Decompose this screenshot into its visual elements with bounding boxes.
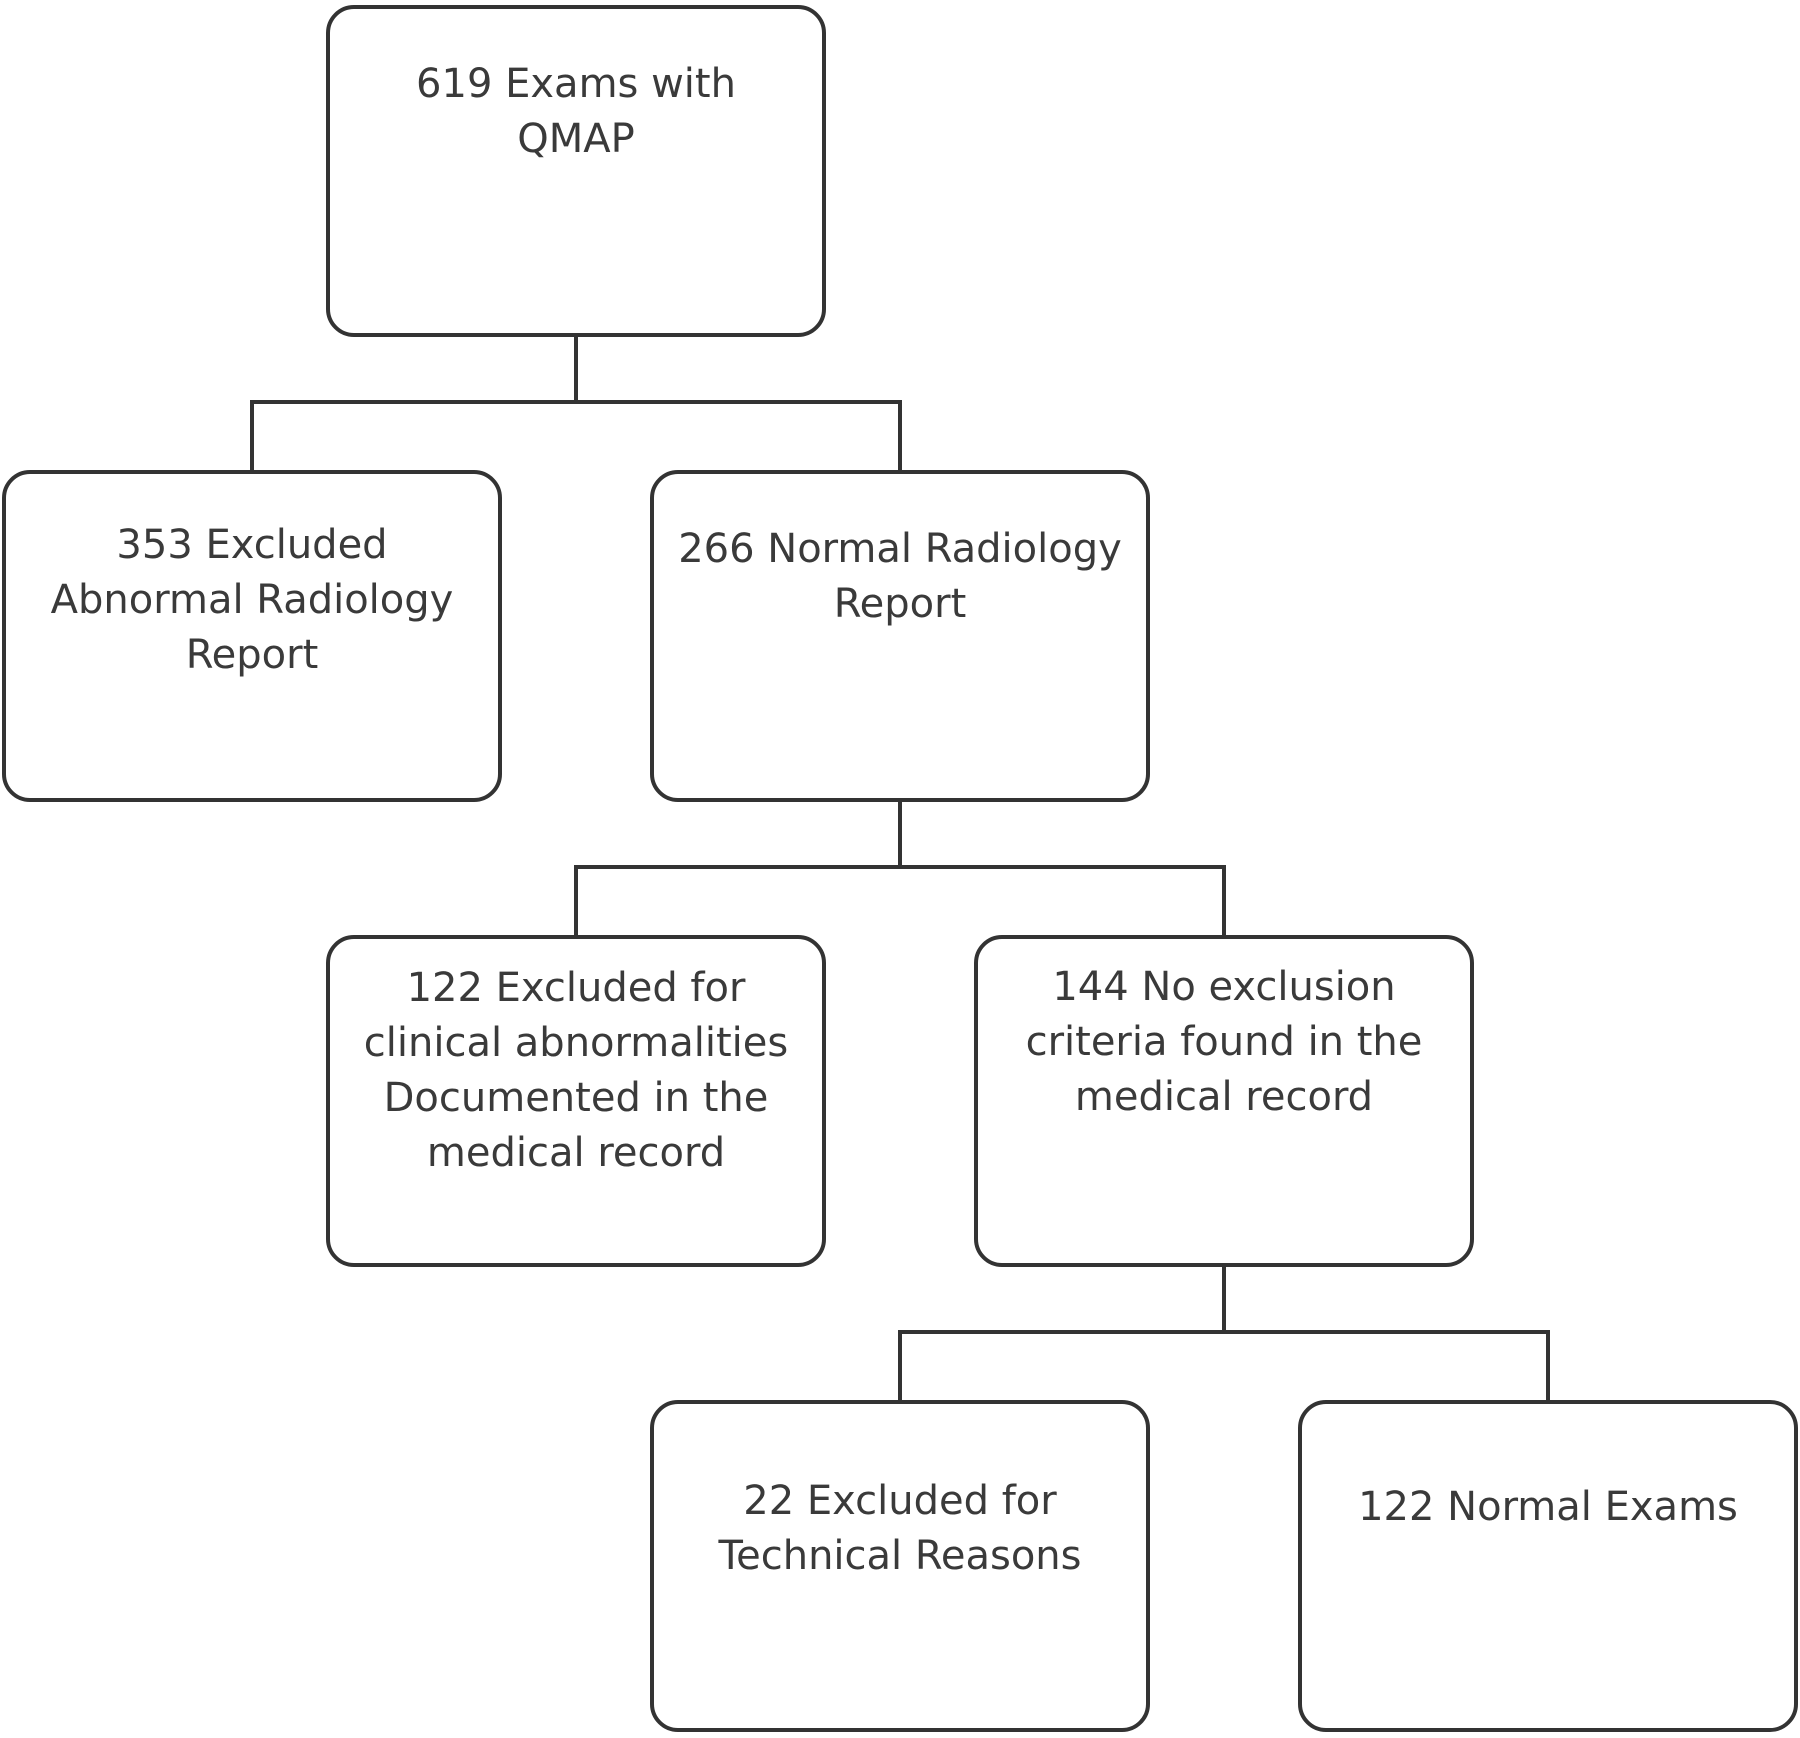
node-normal-radiology-report: 266 Normal Radiology Report: [650, 470, 1150, 802]
node-excluded-clinical-abnormalities: 122 Excluded for clinical abnormalities …: [326, 935, 826, 1267]
node-excluded-abnormal-report: 353 Excluded Abnormal Radiology Report: [2, 470, 502, 802]
node-no-exclusion-criteria-label: 144 No exclusion criteria found in the m…: [1025, 963, 1423, 1120]
node-excluded-abnormal-report-label: 353 Excluded Abnormal Radiology Report: [50, 521, 454, 678]
node-excluded-technical-reasons: 22 Excluded for Technical Reasons: [650, 1400, 1150, 1732]
node-exams-with-qmap-label: 619 Exams with QMAP: [416, 61, 736, 162]
node-exams-with-qmap: 619 Exams with QMAP: [326, 5, 826, 337]
node-normal-radiology-report-label: 266 Normal Radiology Report: [678, 526, 1122, 627]
node-normal-exams-label: 122 Normal Exams: [1358, 1483, 1738, 1530]
node-excluded-technical-reasons-label: 22 Excluded for Technical Reasons: [718, 1478, 1082, 1579]
node-no-exclusion-criteria: 144 No exclusion criteria found in the m…: [974, 935, 1474, 1267]
node-excluded-clinical-abnormalities-label: 122 Excluded for clinical abnormalities …: [363, 965, 789, 1176]
node-normal-exams: 122 Normal Exams: [1298, 1400, 1798, 1732]
